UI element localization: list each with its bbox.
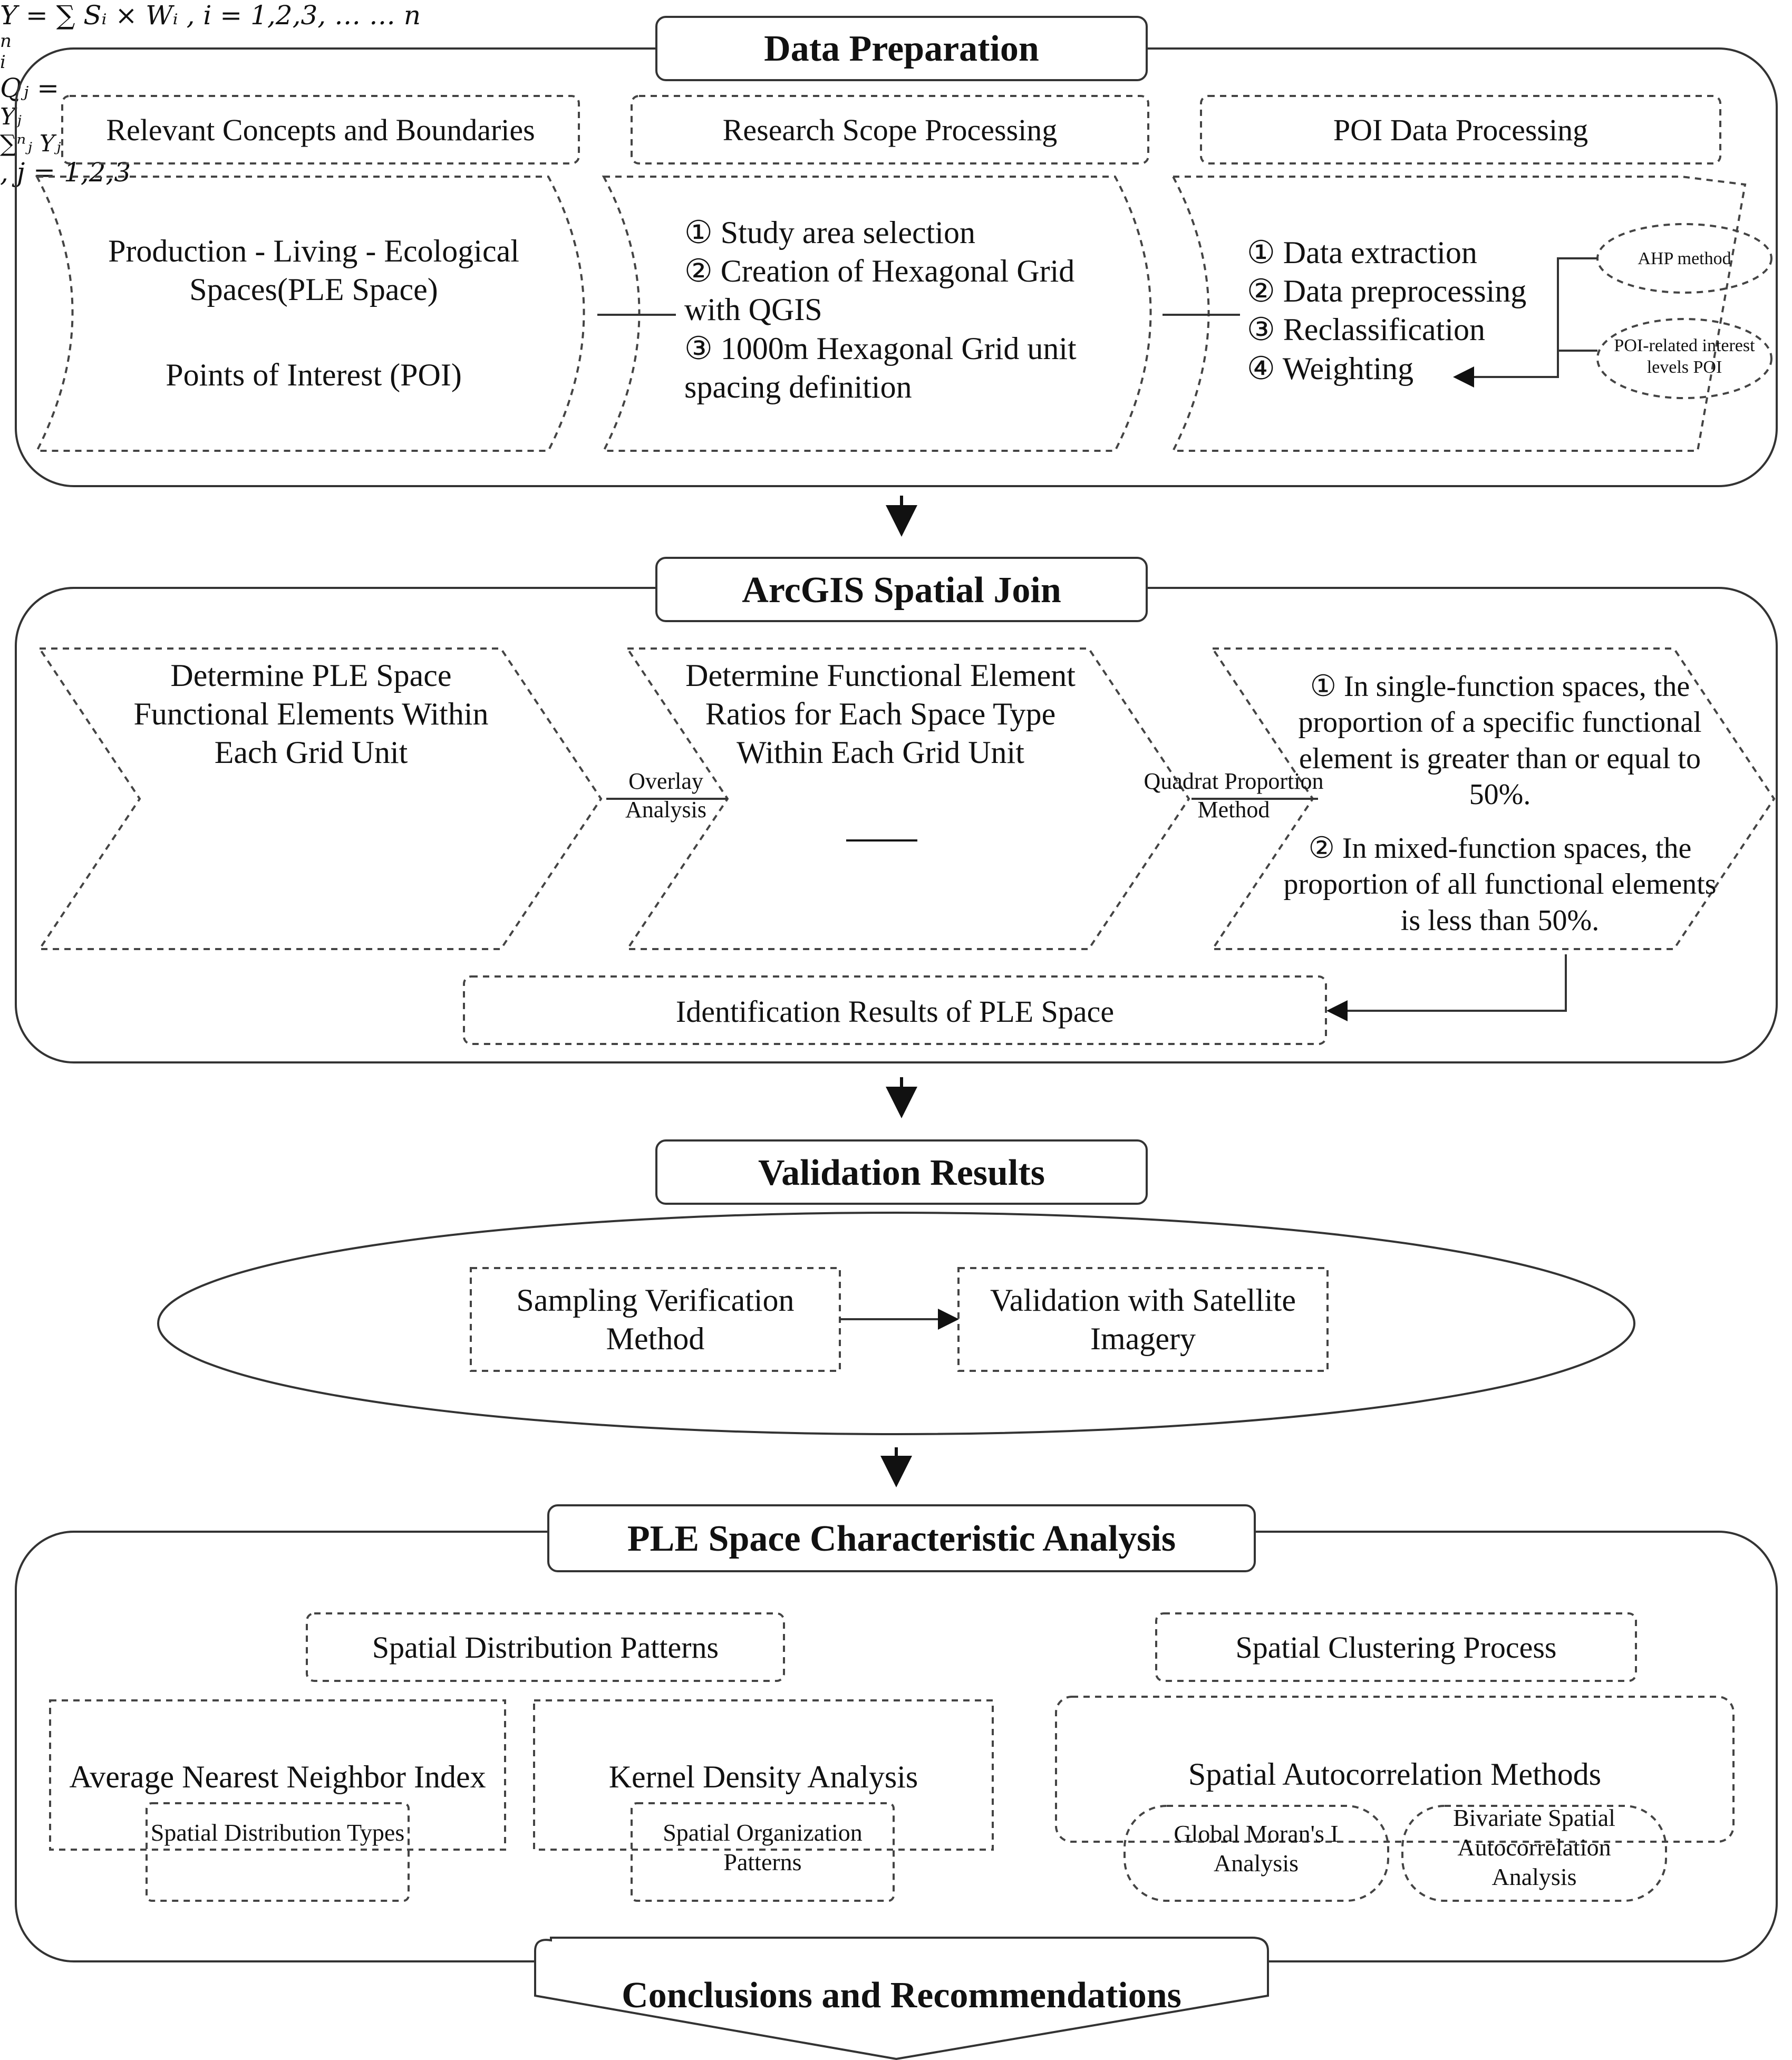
formula-y-lower: i bbox=[0, 52, 6, 73]
header-relevant-concepts: Relevant Concepts and Boundaries bbox=[106, 113, 535, 147]
step-functional-ratios: Determine Functional Element Ratios for … bbox=[685, 658, 1076, 770]
characteristic-panel bbox=[15, 1531, 1778, 1962]
poi-levels-label: POI-related interest levels POI bbox=[1614, 336, 1755, 378]
ahp-method-label: AHP method bbox=[1638, 249, 1731, 268]
poi-step-3: ③ Reclassification bbox=[1247, 312, 1485, 347]
scope-step-3: ③ 1000m Hexagonal Grid unit spacing defi… bbox=[684, 331, 1077, 404]
scope-step-1: ① Study area selection bbox=[684, 215, 975, 250]
autocorrelation-methods: Spatial Autocorrelation Methods bbox=[1188, 1757, 1602, 1792]
formula-y: Y = ∑ Sᵢ × Wᵢ , i = 1,2,3, … … n bbox=[0, 0, 421, 31]
formula-q-denominator: ∑ⁿⱼ Yⱼ bbox=[0, 130, 61, 157]
distribution-patterns-header: Spatial Distribution Patterns bbox=[372, 1630, 719, 1665]
header-research-scope: Research Scope Processing bbox=[722, 113, 1058, 147]
identification-results: Identification Results of PLE Space bbox=[675, 994, 1115, 1029]
overlay-analysis-label: Overlay Analysis bbox=[625, 768, 706, 823]
kernel-density: Kernel Density Analysis bbox=[608, 1759, 918, 1794]
quadrat-method-label: Quadrat Proportion Method bbox=[1144, 768, 1324, 823]
formula-q-numerator: Yⱼ bbox=[0, 103, 22, 130]
validation-ellipse bbox=[157, 1212, 1635, 1435]
ann-index: Average Nearest Neighbor Index bbox=[69, 1759, 486, 1794]
conclusion-title: Conclusions and Recommendations bbox=[622, 1975, 1181, 2016]
characteristics-title: PLE Space Characteristic Analysis bbox=[627, 1519, 1176, 1559]
clustering-process-header: Spatial Clustering Process bbox=[1235, 1630, 1557, 1665]
formula-y-upper: n bbox=[0, 31, 12, 52]
satellite-validation: Validation with Satellite Imagery bbox=[990, 1283, 1296, 1357]
scope-step-2: ② Creation of Hexagonal Grid with QGIS bbox=[684, 254, 1075, 327]
rule-single-function: ① In single-function spaces, the proport… bbox=[1298, 670, 1702, 811]
header-poi-processing: POI Data Processing bbox=[1333, 113, 1588, 147]
concept-ple-space: Production - Living - Ecological Spaces(… bbox=[108, 234, 519, 307]
spatial-join-title: ArcGIS Spatial Join bbox=[742, 570, 1061, 611]
formula-q-fraction-bar bbox=[846, 839, 917, 842]
ann-sub: Spatial Distribution Types bbox=[150, 1819, 405, 1846]
step-functional-elements: Determine PLE Space Functional Elements … bbox=[133, 658, 489, 770]
data-preparation-title: Data Preparation bbox=[764, 28, 1039, 69]
kde-sub: Spatial Organization Patterns bbox=[663, 1819, 863, 1876]
global-moran: Global Moran's I Analysis bbox=[1174, 1820, 1339, 1877]
title-box-validation bbox=[655, 1139, 1148, 1205]
poi-step-1: ① Data extraction bbox=[1247, 235, 1477, 270]
conclusion-shape bbox=[534, 1937, 1269, 2060]
title-box-characteristics bbox=[547, 1504, 1256, 1572]
sampling-verification: Sampling Verification Method bbox=[516, 1283, 795, 1357]
formula-q-left: Qⱼ = bbox=[0, 73, 59, 103]
rule-mixed-function: ② In mixed-function spaces, the proporti… bbox=[1283, 832, 1717, 937]
bivariate-autocorrelation: Bivariate Spatial Autocorrelation Analys… bbox=[1453, 1804, 1615, 1891]
poi-step-4: ④ Weighting bbox=[1247, 351, 1414, 386]
title-box-data-preparation bbox=[655, 16, 1148, 81]
title-box-spatial-join bbox=[655, 557, 1148, 622]
validation-title: Validation Results bbox=[758, 1153, 1045, 1193]
poi-step-2: ② Data preprocessing bbox=[1247, 274, 1527, 309]
concept-poi: Points of Interest (POI) bbox=[166, 357, 462, 392]
